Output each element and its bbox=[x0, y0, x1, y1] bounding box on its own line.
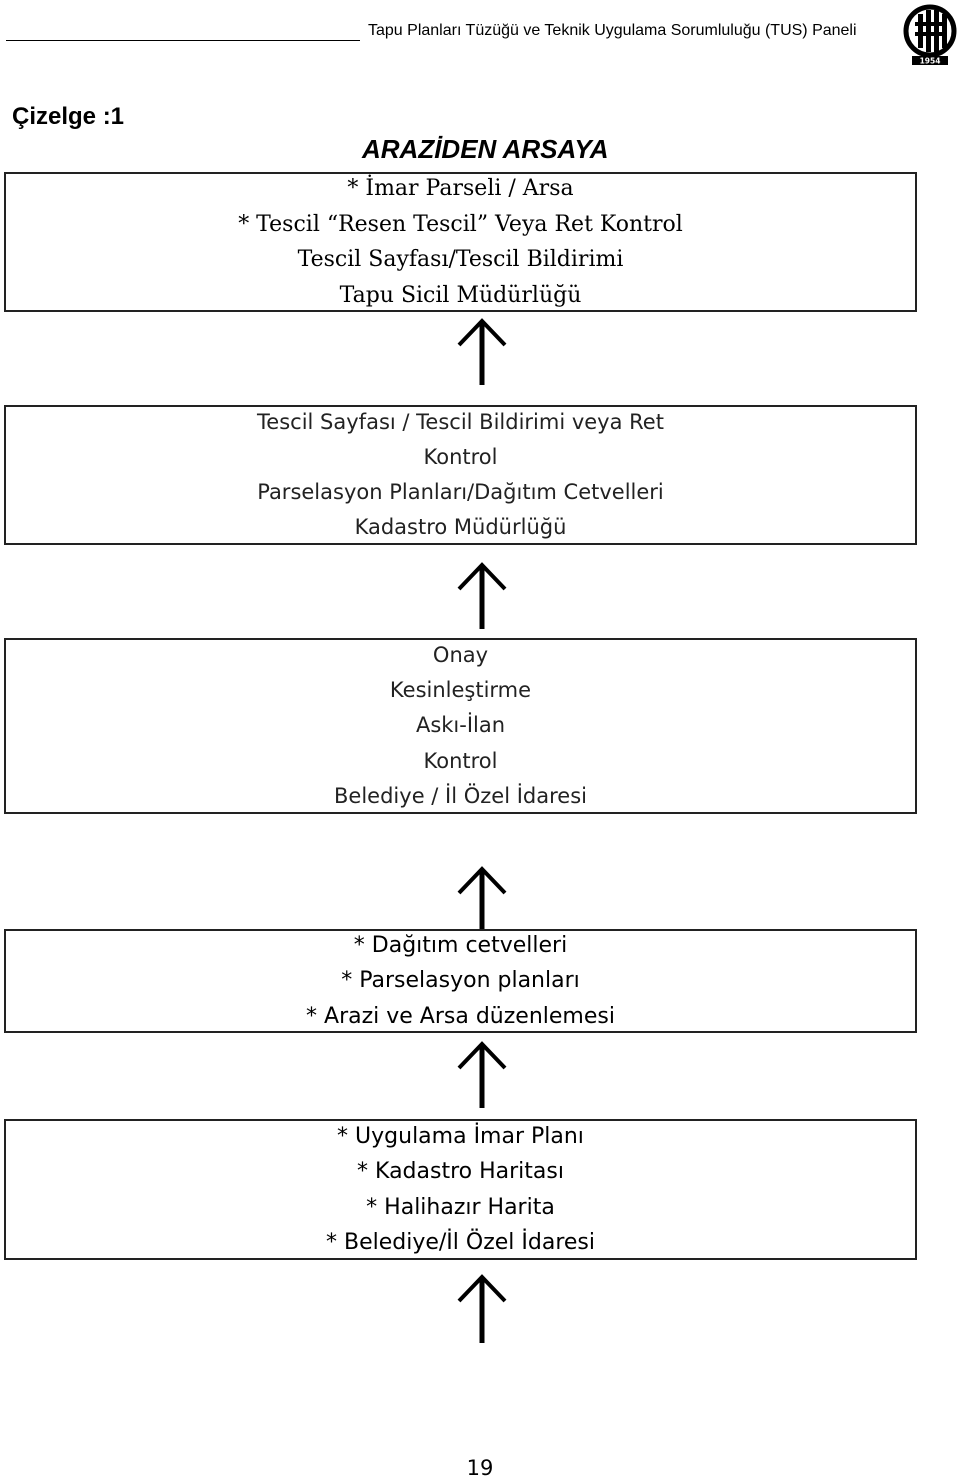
up-arrow-icon bbox=[457, 1041, 507, 1108]
box-line: Parselasyon Planları/Dağıtım Cetvelleri bbox=[257, 480, 664, 504]
up-arrow-icon bbox=[457, 866, 507, 933]
up-arrow-icon bbox=[457, 1274, 507, 1343]
stage-box-tapu-sicil: * İmar Parseli / Arsa * Tescil “Resen Te… bbox=[4, 172, 917, 312]
box-line: * Uygulama İmar Planı bbox=[337, 1123, 584, 1149]
logo-year: 1954 bbox=[920, 57, 941, 66]
box-line: * Kadastro Haritası bbox=[357, 1159, 564, 1185]
header-title: Tapu Planları Tüzüğü ve Teknik Uygulama … bbox=[368, 22, 857, 39]
box-line: Tescil Sayfası/Tescil Bildirimi bbox=[297, 247, 624, 272]
stage-box-belediye: Onay Kesinleştirme Askı-İlan Kontrol Bel… bbox=[4, 638, 917, 814]
stage-box-plan-girdileri: * Uygulama İmar Planı * Kadastro Haritas… bbox=[4, 1119, 917, 1260]
box-line: Kontrol bbox=[423, 748, 498, 773]
box-line: * Halihazır Harita bbox=[366, 1194, 555, 1220]
box-line: * Dağıtım cetvelleri bbox=[353, 932, 568, 958]
box-line: Tapu Sicil Müdürlüğü bbox=[339, 282, 582, 308]
box-line: Kesinleştirme bbox=[389, 678, 532, 703]
up-arrow-icon bbox=[457, 562, 507, 629]
box-line: Kontrol bbox=[423, 445, 498, 469]
emblem-icon: 1954 bbox=[903, 4, 957, 66]
stage-box-duzenleme: * Dağıtım cetvelleri * Parselasyon planl… bbox=[4, 929, 917, 1033]
box-line: Belediye / İl Özel İdaresi bbox=[334, 783, 587, 808]
box-line: Askı-İlan bbox=[415, 713, 506, 738]
box-line: Onay bbox=[432, 642, 489, 667]
box-line: * Tescil “Resen Tescil” Veya Ret Kontrol bbox=[238, 211, 683, 237]
box-line: * Belediye/İl Özel İdaresi bbox=[325, 1229, 596, 1255]
header-rule bbox=[6, 40, 360, 41]
box-line: Kadastro Müdürlüğü bbox=[354, 515, 567, 539]
box-line: * İmar Parseli / Arsa bbox=[347, 176, 574, 201]
box-line: Tescil Sayfası / Tescil Bildirimi veya R… bbox=[257, 410, 664, 434]
page-number: 19 bbox=[466, 1456, 494, 1480]
up-arrow-icon bbox=[457, 318, 507, 385]
table-caption: Çizelge :1 bbox=[12, 103, 125, 130]
box-line: * Arazi ve Arsa düzenlemesi bbox=[306, 1003, 615, 1029]
diagram-title: ARAZİDEN ARSAYA bbox=[362, 134, 609, 164]
stage-box-kadastro: Tescil Sayfası / Tescil Bildirimi veya R… bbox=[4, 405, 917, 545]
box-line: * Parselasyon planları bbox=[341, 968, 580, 994]
